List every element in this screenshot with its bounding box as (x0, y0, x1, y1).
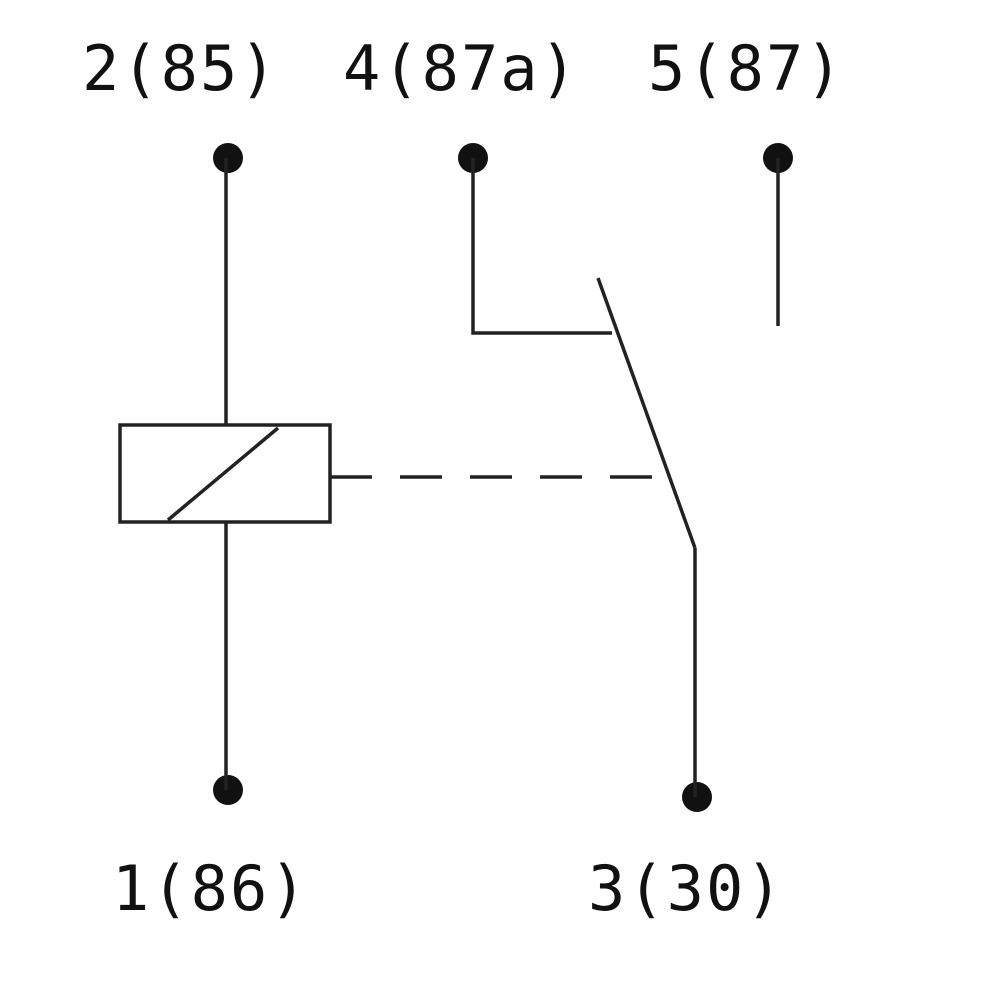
switch-arm (596, 277, 697, 549)
label-pin1: 1(86) (112, 852, 309, 925)
terminal-dot-pin1 (213, 775, 243, 805)
wire-pin4-nc-contact (471, 158, 612, 335)
coil-diagonal (166, 426, 280, 522)
label-pin4: 4(87a) (343, 32, 579, 105)
label-pin5: 5(87) (648, 32, 845, 105)
terminal-dot-pin2 (213, 143, 243, 173)
label-pin2: 2(85) (82, 32, 279, 105)
label-pin3: 3(30) (588, 852, 785, 925)
terminal-dot-pin3 (682, 782, 712, 812)
